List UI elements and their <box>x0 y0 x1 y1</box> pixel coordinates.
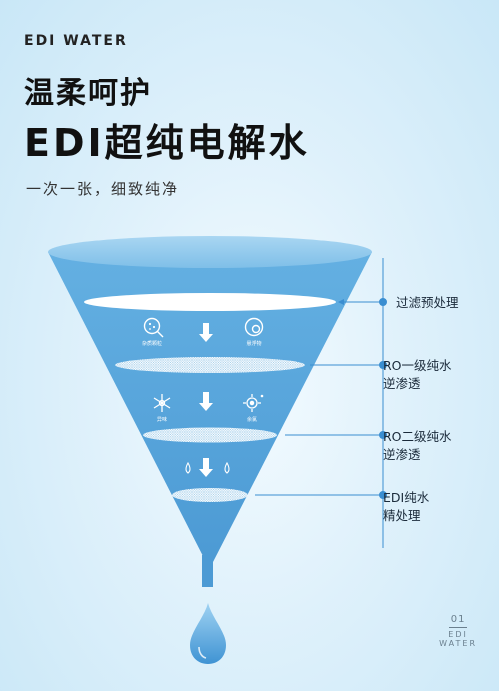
page-title: EDI超纯电解水 <box>24 121 310 165</box>
filter-layer-2 <box>115 357 305 373</box>
icon-caption-odor: 异味 <box>156 417 167 423</box>
headline: 温柔呵护 <box>24 76 152 111</box>
step-4-line-2: 精处理 <box>383 508 421 523</box>
step-4-line-1: EDI纯水 <box>383 490 430 505</box>
corner-divider <box>449 627 468 628</box>
step-label-pretreatment: 过滤预处理 <box>396 294 459 312</box>
icon-caption-suspended: 悬浮物 <box>246 341 262 347</box>
brand-label: EDI WATER <box>24 33 128 49</box>
step-2-line-1: RO一级纯水 <box>383 358 452 373</box>
down-arrow-icon <box>199 392 213 411</box>
step-label-ro-first: RO一级纯水 逆渗透 <box>383 357 452 393</box>
chlorine-icon <box>243 394 264 412</box>
droplets-icon <box>185 461 230 474</box>
corner-mark: 01 EDI WATER <box>439 614 477 648</box>
water-drop-icon <box>190 603 226 664</box>
step-3-line-2: 逆渗透 <box>383 447 421 462</box>
page-number: 01 <box>450 614 466 625</box>
odor-icon <box>153 394 171 412</box>
corner-word-edi: EDI <box>448 630 468 639</box>
filter-layer-1 <box>84 293 336 311</box>
step-label-ro-second: RO二级纯水 逆渗透 <box>383 428 452 464</box>
step-connectors <box>255 258 387 548</box>
step-2-line-2: 逆渗透 <box>383 376 421 391</box>
icon-caption-chlorine: 余氯 <box>246 417 257 423</box>
down-arrow-icon <box>199 323 213 342</box>
corner-word-water: WATER <box>439 639 477 648</box>
icon-caption-impurity: 杂质颗粒 <box>141 341 162 347</box>
step-label-edi: EDI纯水 精处理 <box>383 489 429 525</box>
tagline: 一次一张，细致纯净 <box>26 180 180 198</box>
suspended-matter-icon <box>244 317 264 337</box>
filter-layer-4 <box>172 488 248 502</box>
down-arrow-icon <box>199 458 213 477</box>
filter-layer-3 <box>143 427 277 443</box>
step-3-line-1: RO二级纯水 <box>383 429 452 444</box>
impurity-particles-icon <box>143 317 164 338</box>
funnel-body <box>48 236 372 587</box>
step-1-line-1: 过滤预处理 <box>396 295 459 310</box>
